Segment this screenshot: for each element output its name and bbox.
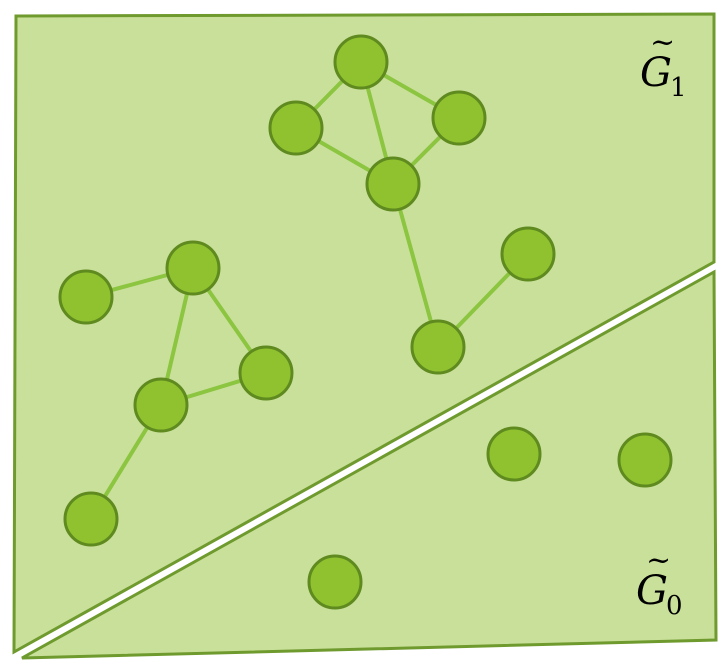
graph-node xyxy=(365,156,421,212)
label-g1-sub: 1 xyxy=(670,73,687,103)
graph-node xyxy=(165,240,221,296)
graph-node xyxy=(617,432,673,488)
region-g0 xyxy=(21,269,718,660)
graph-node xyxy=(238,345,294,401)
graph-node xyxy=(58,269,114,325)
label-g1-accent: ~ xyxy=(650,25,675,60)
graph-node xyxy=(63,491,119,547)
label-g0: ~ G 0 xyxy=(636,543,683,621)
nodes-g1 xyxy=(58,34,556,547)
graph-node xyxy=(307,554,363,610)
graph-node xyxy=(333,34,389,90)
graph-node xyxy=(500,226,556,282)
region-g1 xyxy=(12,12,716,655)
graph-node xyxy=(268,100,324,156)
label-g1: ~ G 1 xyxy=(640,25,687,103)
label-g0-base: G xyxy=(636,568,668,614)
graph-node xyxy=(133,377,189,433)
label-g1-base: G xyxy=(640,50,672,96)
edge xyxy=(391,182,440,349)
graph-node xyxy=(410,319,466,375)
graph-node xyxy=(486,426,542,482)
nodes-g0 xyxy=(307,426,673,610)
label-g0-sub: 0 xyxy=(666,591,683,621)
label-g0-accent: ~ xyxy=(646,543,671,578)
graph-node xyxy=(431,90,487,146)
